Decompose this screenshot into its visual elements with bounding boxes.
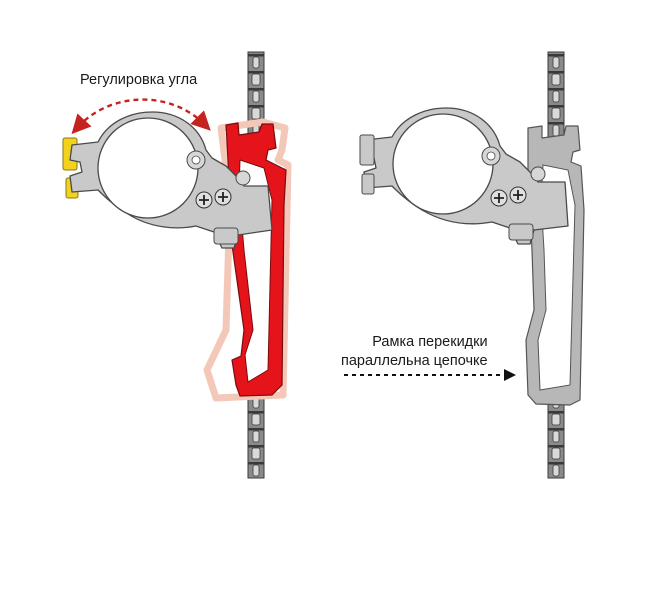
chain-link [251, 447, 261, 460]
chain-pin [248, 445, 264, 448]
chain-pin [548, 105, 564, 108]
left-panel [62, 51, 292, 479]
chain-pin [548, 88, 564, 91]
frame-label-line1: Рамка перекидки [372, 334, 488, 350]
chain-pin [548, 462, 564, 465]
screw-left-a-cross [199, 195, 209, 205]
pivot-right [235, 170, 251, 186]
clamp-bolt-right-upper [359, 134, 375, 166]
chain-link [551, 447, 561, 460]
chain-link [251, 73, 261, 86]
chain-pin [248, 411, 264, 414]
pivot-right-right [530, 166, 546, 182]
chain-link [552, 430, 560, 443]
right-panel [344, 51, 585, 479]
chain-link [551, 413, 561, 426]
chain-link [252, 90, 260, 103]
clamp-ring-hole [97, 117, 199, 219]
frame-parallel-label: Рамка перекидки параллельна цепочке [341, 333, 488, 371]
screw-right-a-cross [494, 193, 504, 203]
chain-link [251, 107, 261, 120]
lower-link-right [508, 223, 534, 241]
chain-link [251, 413, 261, 426]
chain-link [552, 464, 560, 477]
chain-link [552, 90, 560, 103]
chain-pin [248, 428, 264, 431]
chain-pin [548, 445, 564, 448]
chain-link [252, 430, 260, 443]
chain-pin [248, 105, 264, 108]
lower-link-left [213, 227, 239, 245]
frame-label-line2: параллельна цепочке [341, 353, 488, 369]
chain-pin [248, 88, 264, 91]
pivot-upper-inner [191, 155, 201, 165]
chain-pin [548, 122, 564, 125]
chain-pin [548, 54, 564, 57]
cage-ghost-outline [203, 118, 292, 402]
chain-pin [248, 71, 264, 74]
parallel-arrow-head [504, 369, 516, 381]
chain-link [252, 56, 260, 69]
pivot-upper-right-inner [486, 151, 496, 161]
angle-adjustment-label: Регулировка угла [80, 72, 198, 88]
screw-right-b-cross [513, 190, 523, 200]
chain-link [552, 124, 560, 137]
chain-pin [548, 71, 564, 74]
chain-pin [548, 428, 564, 431]
chain-pin [248, 54, 264, 57]
chain-pin [548, 411, 564, 414]
chain-link [552, 56, 560, 69]
chain-link [551, 73, 561, 86]
clamp-ring-hole-right [392, 113, 494, 215]
chain-pin [248, 462, 264, 465]
chain-link [551, 107, 561, 120]
chain-link [252, 464, 260, 477]
clamp-bolt-right-lower [361, 173, 375, 195]
screw-left-b-cross [218, 192, 228, 202]
